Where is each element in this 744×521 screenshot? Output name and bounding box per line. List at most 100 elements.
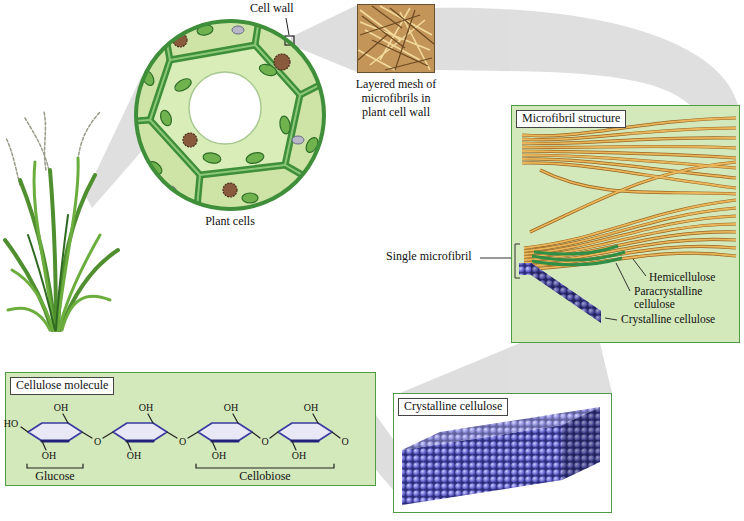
- microfibril-illustration: [531, 263, 601, 323]
- plant-cells-illustration: [118, 0, 345, 230]
- panel-heading: Crystalline cellulose: [398, 398, 508, 416]
- plant-cells-illustration: [202, 152, 221, 165]
- leader-line: [286, 18, 289, 35]
- grass-plant: [28, 235, 55, 330]
- crystalline-cellulose-illustration: [562, 407, 600, 480]
- cellulose-molecule-illustration: [21, 427, 28, 432]
- microfibril-illustration: [532, 258, 622, 265]
- cellulose-molecule-illustration: [198, 423, 252, 441]
- plant-cells-illustration: [173, 33, 290, 197]
- microfibril-illustration: [534, 246, 618, 254]
- plant-cells-illustration: [242, 193, 258, 203]
- grass-plant: [78, 112, 100, 160]
- microfibril-illustration: [480, 244, 520, 278]
- microfibril-illustration: [532, 246, 625, 265]
- grass-plant: [28, 215, 68, 330]
- figure-caption: Plant cells: [205, 215, 255, 229]
- photo-box: Layered mesh of microfibrils in plant ce…: [357, 4, 435, 73]
- cellulose-molecule-illustration: [5, 372, 376, 486]
- callout-label: Hemicellulose: [648, 271, 716, 284]
- crystalline-cellulose-illustration: [562, 407, 600, 480]
- plant-cells-illustration: [164, 26, 304, 194]
- grass-plant: [6, 112, 100, 185]
- plant-cells-illustration: [223, 183, 237, 197]
- callout-label: Paracrystalline cellulose: [633, 285, 723, 311]
- microfibril-photo: [357, 4, 435, 73]
- microfibril-photo: [358, 6, 434, 70]
- plant-cells-illustration: [150, 45, 300, 175]
- chemical-group: O: [179, 437, 186, 447]
- plant-cells-illustration: [118, 0, 345, 230]
- chemical-group: O: [261, 437, 268, 447]
- microfibril-illustration: [633, 259, 646, 276]
- cell-outline: [134, 19, 326, 211]
- grass-plant: [8, 308, 50, 330]
- microfibril-illustration: [616, 263, 630, 291]
- cell-outline: [136, 21, 324, 209]
- crystalline-cellulose-illustration: [393, 393, 612, 513]
- cellulose-molecule-illustration: [127, 414, 153, 450]
- callout-label: Crystalline cellulose: [620, 313, 716, 326]
- chemical-group: OH: [54, 403, 68, 413]
- cellulose-molecule-illustration: [21, 414, 340, 468]
- chemical-group: O: [341, 437, 348, 447]
- cellulose-molecule-illustration: [292, 414, 318, 450]
- plant-cells-illustration: [245, 151, 265, 165]
- grass-plant: [44, 112, 46, 170]
- chemical-group: OH: [304, 403, 318, 413]
- plant-cells-illustration: [118, 0, 345, 230]
- microfibril-photo: [357, 4, 435, 73]
- inset-panel: Crystalline cellulose: [393, 393, 612, 513]
- plant-cells-illustration: [159, 109, 174, 127]
- chemical-group: OH: [224, 403, 238, 413]
- callout-label: Single microfibril: [386, 250, 472, 264]
- cellulose-molecule-illustration: [212, 414, 238, 450]
- microfibril-illustration: [522, 118, 736, 269]
- plant-cells-illustration: [140, 24, 321, 203]
- cellulose-molecule-illustration: [28, 423, 82, 441]
- inset-panel: Cellulose molecule: [5, 372, 376, 486]
- cellulose-molecule-illustration: [42, 414, 68, 450]
- zoom-wedge: [435, 8, 738, 105]
- bracket-label: Cellobiose: [239, 470, 290, 484]
- cellulose-molecule-illustration: [27, 464, 83, 468]
- grass-plant: [56, 215, 68, 330]
- microfibril-photo: [358, 6, 434, 70]
- crystalline-cellulose-illustration: [393, 393, 612, 513]
- chemical-group: O: [94, 437, 101, 447]
- cellulose-molecule-illustration: [5, 372, 376, 486]
- figure-caption: Layered mesh of microfibrils in plant ce…: [350, 78, 442, 119]
- plant-cells-illustration: [173, 76, 194, 94]
- grass-plant: [5, 112, 118, 330]
- chemical-group: OH: [139, 403, 153, 413]
- grass-plant: [5, 240, 52, 330]
- cell-circle: Plant cells: [134, 19, 326, 211]
- cellulose-molecule-illustration: [196, 464, 334, 468]
- plant-cells-illustration: [118, 0, 345, 230]
- bracket-label: Glucose: [35, 470, 74, 484]
- chemical-group: HO: [4, 419, 18, 429]
- grass-plant: [60, 250, 118, 330]
- plant-cells-illustration: [118, 0, 345, 230]
- chemical-group: OH: [42, 451, 56, 461]
- plant-cells-illustration: [150, 45, 300, 175]
- plant-cells-illustration: [183, 133, 197, 147]
- microfibril-illustration: [531, 263, 601, 323]
- grass-plant: [6, 138, 20, 185]
- plant-cells-illustration: [189, 72, 261, 144]
- microfibril-illustration: [480, 244, 646, 320]
- zoom-wedge: [400, 343, 612, 393]
- chemical-group: OH: [212, 451, 226, 461]
- plant-cells-illustration: [279, 115, 292, 134]
- plant-cells-illustration: [118, 0, 345, 230]
- grass-plant: [25, 118, 50, 175]
- plant-cells-illustration: [292, 136, 304, 144]
- microfibril-illustration: [480, 105, 740, 343]
- panel-heading: Cellulose molecule: [10, 377, 114, 395]
- microfibril-illustration: [605, 318, 617, 320]
- zoom-wedge: [85, 75, 142, 208]
- cellulose-molecule-illustration: [278, 423, 332, 441]
- chemical-group: OH: [127, 451, 141, 461]
- plant-cells-illustration: [150, 45, 300, 175]
- microfibril-illustration: [522, 118, 736, 269]
